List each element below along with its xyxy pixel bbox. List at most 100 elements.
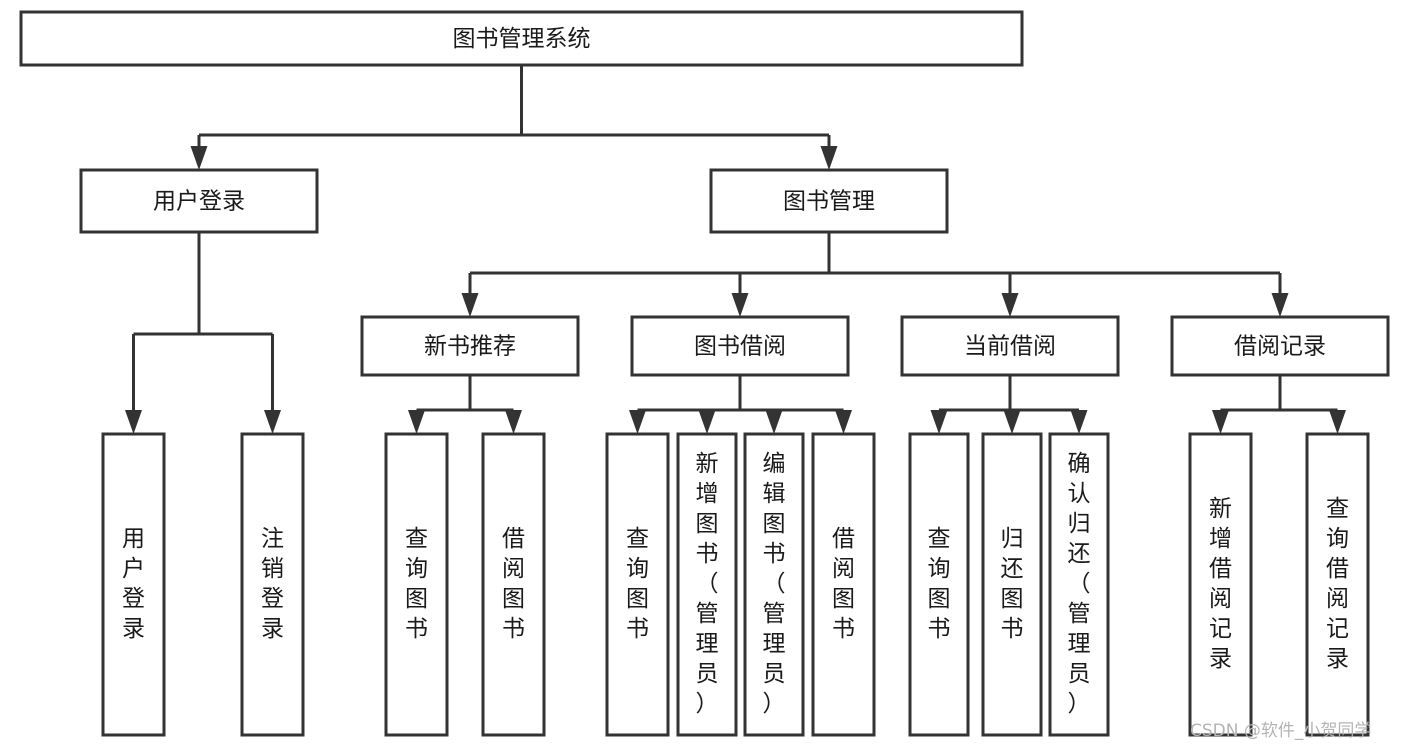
node-label-char: 书 bbox=[696, 541, 719, 567]
node-label-char: 认 bbox=[1068, 481, 1091, 507]
node-box[interactable] bbox=[79, 168, 319, 234]
node-label-char: 录 bbox=[1209, 646, 1232, 672]
node-label-char: 确 bbox=[1068, 451, 1091, 477]
node-label-char: ） bbox=[696, 691, 719, 717]
node-label-char: 记 bbox=[1326, 616, 1349, 642]
node-leaf-1[interactable]: 用户登录 bbox=[101, 432, 166, 737]
node-label-char: 理 bbox=[1068, 631, 1091, 657]
node-label-char: 图 bbox=[405, 586, 428, 612]
node-label-char: 编 bbox=[763, 451, 786, 477]
node-label-char: 还 bbox=[1001, 556, 1024, 582]
node-box[interactable] bbox=[1188, 432, 1253, 737]
node-box[interactable] bbox=[101, 432, 166, 737]
node-box[interactable] bbox=[384, 432, 449, 737]
node-label-char: 录 bbox=[122, 616, 145, 642]
arrow-head-icon bbox=[835, 410, 852, 434]
node-label-char: 询 bbox=[626, 556, 649, 582]
node-label: 借阅记录 bbox=[1234, 334, 1326, 360]
node-label-char: 图 bbox=[763, 511, 786, 537]
node-l3-borrow[interactable]: 图书借阅 bbox=[630, 315, 850, 377]
node-label: 新书推荐 bbox=[424, 334, 516, 360]
node-box[interactable] bbox=[630, 315, 850, 377]
node-label: 用户登录 bbox=[153, 189, 245, 215]
arrow-head-icon bbox=[629, 410, 646, 434]
node-box[interactable] bbox=[676, 432, 738, 737]
node-box[interactable] bbox=[981, 432, 1043, 737]
node-label-char: 还 bbox=[1068, 541, 1091, 567]
node-label: 图书管理 bbox=[783, 189, 875, 215]
node-label-char: （ bbox=[1068, 571, 1091, 597]
node-label-char: 归 bbox=[1001, 526, 1024, 552]
node-label: 图书借阅 bbox=[694, 334, 786, 360]
arrow-head-icon bbox=[765, 410, 783, 434]
node-l2-login[interactable]: 用户登录 bbox=[79, 168, 319, 234]
node-label-char: 图 bbox=[1001, 586, 1024, 612]
node-label-char: 图 bbox=[832, 586, 855, 612]
node-label-char: 录 bbox=[261, 616, 284, 642]
node-l2-manage[interactable]: 图书管理 bbox=[709, 168, 949, 234]
node-label-char: 借 bbox=[1209, 556, 1232, 582]
node-box[interactable] bbox=[743, 432, 805, 737]
arrow-head-icon bbox=[505, 410, 522, 434]
node-box[interactable] bbox=[900, 315, 1120, 377]
node-l3-newbook[interactable]: 新书推荐 bbox=[360, 315, 580, 377]
node-boxes-layer: 图书管理系统用户登录图书管理新书推荐图书借阅当前借阅借阅记录用户登录注销登录查询… bbox=[19, 10, 1390, 737]
node-label-char: 员 bbox=[1068, 661, 1091, 687]
node-label-char: 书 bbox=[626, 616, 649, 642]
node-label-char: 查 bbox=[928, 526, 951, 552]
connector-group bbox=[125, 232, 281, 434]
node-l3-current[interactable]: 当前借阅 bbox=[900, 315, 1120, 377]
node-box[interactable] bbox=[481, 432, 546, 737]
connector-group bbox=[930, 375, 1088, 434]
node-label: 图书管理系统 bbox=[453, 26, 591, 52]
node-label-char: 管 bbox=[1068, 601, 1091, 627]
node-box[interactable] bbox=[908, 432, 970, 737]
node-label-char: 管 bbox=[763, 601, 786, 627]
node-box[interactable] bbox=[605, 432, 670, 737]
node-box[interactable] bbox=[19, 10, 1024, 67]
node-label-char: 借 bbox=[832, 526, 855, 552]
node-box[interactable] bbox=[1170, 315, 1390, 377]
arrow-head-icon bbox=[1003, 410, 1021, 434]
node-label-char: 图 bbox=[696, 511, 719, 537]
node-label-char: 登 bbox=[122, 586, 145, 612]
arrow-head-icon bbox=[820, 146, 838, 170]
node-label-char: （ bbox=[763, 571, 786, 597]
arrow-head-icon bbox=[264, 410, 281, 434]
node-label-char: 录 bbox=[1326, 646, 1349, 672]
arrow-head-icon bbox=[1212, 410, 1229, 434]
node-box[interactable] bbox=[240, 432, 305, 737]
node-box[interactable] bbox=[360, 315, 580, 377]
node-label-char: （ bbox=[696, 571, 719, 597]
node-label-char: 借 bbox=[1326, 556, 1349, 582]
node-label-char: 新 bbox=[1209, 496, 1232, 522]
node-box[interactable] bbox=[1048, 432, 1110, 737]
connector-group bbox=[190, 65, 838, 170]
arrow-head-icon bbox=[1070, 410, 1088, 434]
node-label-char: 书 bbox=[405, 616, 428, 642]
node-root[interactable]: 图书管理系统 bbox=[19, 10, 1024, 67]
node-label-char: 书 bbox=[928, 616, 951, 642]
node-label-char: 增 bbox=[1209, 526, 1232, 552]
node-box[interactable] bbox=[709, 168, 949, 234]
node-l3-record[interactable]: 借阅记录 bbox=[1170, 315, 1390, 377]
node-box[interactable] bbox=[811, 432, 876, 737]
node-label-char: 询 bbox=[405, 556, 428, 582]
node-label-char: 登 bbox=[261, 586, 284, 612]
arrow-head-icon bbox=[930, 410, 948, 434]
arrow-head-icon bbox=[1329, 410, 1346, 434]
node-box[interactable] bbox=[1305, 432, 1370, 737]
